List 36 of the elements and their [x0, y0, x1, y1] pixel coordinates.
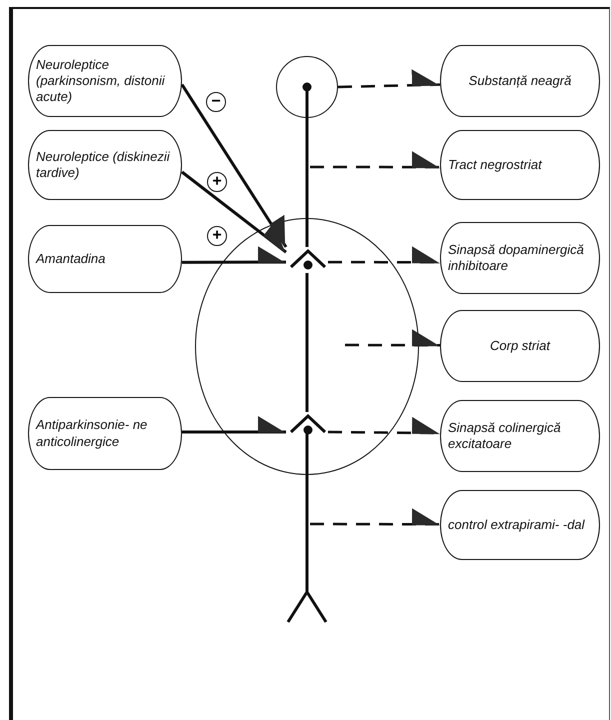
node-label: Corp striat: [490, 338, 550, 354]
dashed-arrow: [328, 416, 440, 434]
axon-line: [306, 118, 308, 247]
cell-body-circle: [276, 56, 338, 118]
arrow: [181, 170, 287, 254]
rounded-box: [440, 222, 600, 294]
edge-label: +: [207, 226, 227, 246]
rounded-box: [440, 310, 600, 382]
rounded-box: [28, 225, 182, 293]
arrow: [182, 416, 286, 434]
node-label: Neuroleptice (parkinsonism, distonii acute): [36, 56, 166, 106]
dashed-arrow: [310, 508, 440, 526]
rounded-box: [440, 45, 600, 117]
rounded-box: [28, 397, 182, 470]
node-label: control extrapirami- -dal: [448, 516, 585, 534]
dashed-arrow: [338, 69, 440, 88]
axon-line: [306, 273, 308, 412]
arrow: [180, 84, 288, 248]
rounded-box: [28, 45, 182, 117]
rounded-box: [28, 130, 182, 200]
node-label: Tract negrostriat: [448, 156, 542, 174]
dashed-arrow: [328, 246, 440, 264]
edge-label: −: [206, 92, 226, 112]
node-label: Antiparkinsonie- ne anticolinergice: [36, 417, 148, 450]
arrow: [182, 246, 286, 264]
dashed-arrow: [345, 329, 440, 347]
node-label: Neuroleptice (diskinezii tardive): [36, 148, 171, 182]
edge-label: +: [207, 172, 227, 192]
node-label: Sinapsă dopaminergică inhibitoare: [448, 242, 585, 274]
rounded-box: [440, 490, 600, 560]
rounded-box: [440, 130, 600, 200]
node-label: Amantadina: [36, 250, 106, 268]
dashed-arrow: [310, 151, 440, 168]
node-label: Substanță neagră: [468, 72, 572, 90]
rounded-box: [440, 400, 600, 472]
node-label: Sinapsă colinergică excitatoare: [448, 420, 562, 452]
